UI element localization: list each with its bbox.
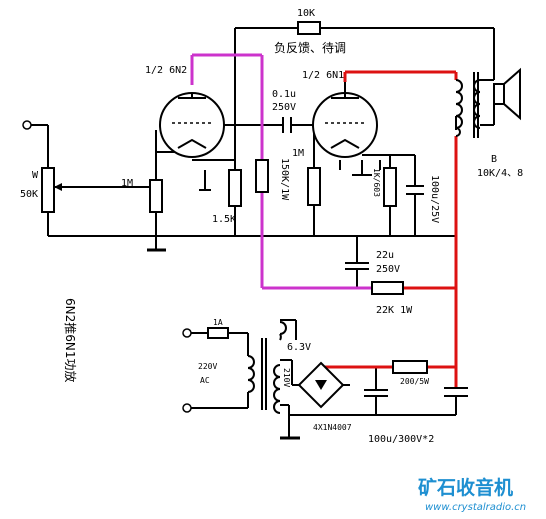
black-wiring (30, 27, 495, 438)
grid2-resistor (307, 167, 321, 206)
pot-label: W (32, 170, 39, 181)
ac-terminal-top (182, 328, 192, 338)
drop-res-label: 22K 1W (376, 305, 413, 316)
grid1-res-label: 1M (121, 178, 133, 189)
feedback-resistor (297, 21, 321, 35)
transformer-spec-label: 10K/4、8 (477, 168, 523, 179)
watermark-url: www.crystalradio.cn (425, 502, 526, 513)
hv-voltage-label: 210V (282, 368, 291, 387)
drop-resistor (371, 281, 404, 295)
potentiometer (41, 167, 62, 213)
feedback-note-label: 负反馈、待调 (274, 41, 346, 55)
bridge-rectifier (297, 361, 345, 409)
coupling-cap-voltage-label: 250V (272, 102, 296, 113)
filter-cap-voltage-label: 250V (376, 264, 400, 275)
speaker-icon (493, 67, 521, 121)
ground-symbols (147, 248, 300, 440)
fuse (207, 327, 229, 339)
plate1-res-label: 150K/1W (279, 158, 290, 201)
power-transformer-primary (247, 355, 255, 393)
grid1-resistor (149, 179, 163, 213)
cathode1-res-label: 1.5K (212, 214, 236, 225)
input-terminal (22, 120, 32, 130)
mains-label: 220V (198, 362, 217, 371)
tube1-label: 1/2 6N2 (145, 65, 187, 76)
watermark-title: 矿石收音机 (418, 476, 513, 499)
output-transformer-secondary (473, 79, 481, 129)
filter-cap-label: 22u (376, 250, 394, 261)
output-transformer-primary (455, 79, 463, 137)
feedback-res-label: 10K (297, 8, 315, 19)
psu-caps-label: 100u/300V*2 (368, 434, 434, 445)
fuse-label: 1A (213, 318, 223, 327)
cathode2-resistor (383, 167, 397, 207)
cathode2-res-label: 1K/603 (372, 168, 381, 197)
tube-6n1 (312, 82, 378, 158)
plate1-resistor (255, 159, 269, 193)
transformer-label: B (491, 154, 497, 165)
mains-ac-label: AC (200, 376, 210, 385)
power-transformer-heater (279, 321, 287, 335)
cathode2-capacitor (406, 185, 424, 195)
pot-value-label: 50K (20, 189, 38, 200)
psu-resistor (392, 360, 428, 374)
cathode1-resistor (228, 169, 242, 207)
coupling-cap-label: 0.1u (272, 89, 296, 100)
psu-capacitors (364, 387, 468, 397)
tube-6n2 (159, 92, 225, 158)
grid2-res-label: 1M (292, 148, 304, 159)
ac-terminal-bottom (182, 403, 192, 413)
title-vertical: 6N2推6N1功放 (63, 298, 78, 383)
cathode2-cap-label: 100u/25V (429, 175, 440, 223)
feedback-wiring (190, 53, 372, 290)
tube2-label: 1/2 6N1 (302, 70, 344, 81)
filter-capacitor (345, 262, 369, 270)
coupling-capacitor (282, 117, 292, 133)
rectifier-label: 4X1N4007 (313, 423, 352, 432)
psu-res-label: 200/5W (400, 377, 429, 386)
heater-voltage-label: 6.3V (287, 342, 311, 353)
power-transformer-hv (273, 364, 281, 414)
